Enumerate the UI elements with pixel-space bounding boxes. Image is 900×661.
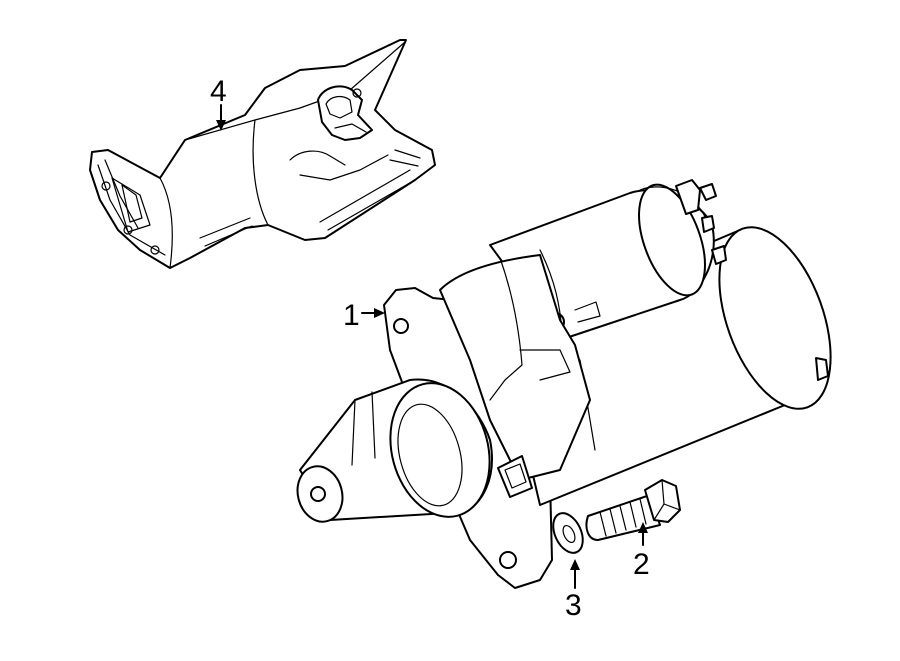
arrowhead-2	[638, 522, 648, 533]
arrowhead-4	[216, 120, 226, 131]
callout-2: 2	[633, 548, 650, 581]
arrowhead-3	[570, 559, 580, 570]
arrowhead-1	[374, 308, 385, 318]
leader-lines	[216, 104, 648, 589]
bolt-part	[585, 479, 681, 541]
heat-shield-part	[89, 39, 436, 269]
callout-1: 1	[343, 299, 360, 332]
starter-motor-part	[296, 179, 832, 589]
callout-4: 4	[210, 75, 227, 108]
washer-part	[552, 512, 584, 554]
callout-3: 3	[565, 589, 582, 622]
